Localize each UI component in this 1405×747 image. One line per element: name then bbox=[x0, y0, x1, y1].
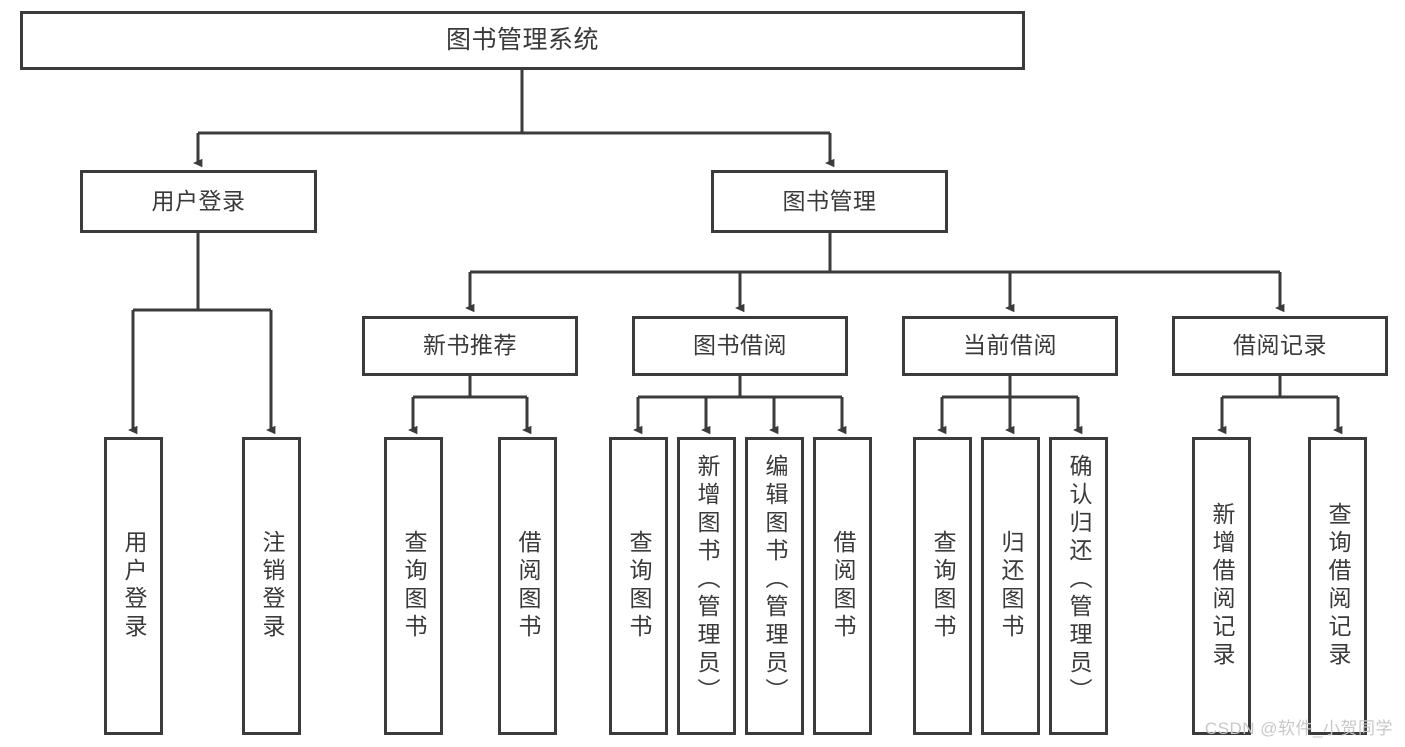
node-book-borrow[interactable]: 图书借阅 bbox=[632, 316, 848, 376]
leaf-text-wrap: 查询图书 bbox=[387, 454, 440, 718]
node-leaf-borrow-book-2[interactable]: 借阅图书 bbox=[813, 437, 872, 735]
leaf-text-wrap: 注销登录 bbox=[245, 454, 298, 718]
csdn-watermark: CSDN @软件_小贺同学 bbox=[1204, 719, 1393, 738]
leaf-text-wrap: 编辑图书（管理员） bbox=[748, 454, 801, 718]
leaf-text-wrap: 借阅图书 bbox=[816, 454, 869, 718]
node-leaf-borrow-book-1[interactable]: 借阅图书 bbox=[498, 437, 557, 735]
node-leaf-query-book-1[interactable]: 查询图书 bbox=[384, 437, 443, 735]
node-root-system[interactable]: 图书管理系统 bbox=[20, 11, 1025, 70]
node-leaf-add-book-admin-label: 新增图书（管理员） bbox=[694, 454, 720, 706]
node-leaf-query-book-3-label: 查询图书 bbox=[930, 530, 956, 642]
node-leaf-borrow-book-2-label: 借阅图书 bbox=[830, 530, 856, 642]
leaf-text-wrap: 归还图书 bbox=[984, 454, 1037, 718]
node-leaf-logout-login-label: 注销登录 bbox=[259, 530, 285, 642]
leaf-text-wrap: 查询图书 bbox=[916, 454, 969, 718]
node-leaf-logout-login[interactable]: 注销登录 bbox=[242, 437, 301, 735]
node-book-management[interactable]: 图书管理 bbox=[711, 170, 948, 233]
node-leaf-confirm-return-admin-label: 确认归还（管理员） bbox=[1066, 454, 1092, 706]
node-leaf-query-book-3[interactable]: 查询图书 bbox=[913, 437, 972, 735]
leaf-text-wrap: 用户登录 bbox=[107, 454, 160, 718]
node-leaf-return-book[interactable]: 归还图书 bbox=[981, 437, 1040, 735]
node-leaf-add-book-admin[interactable]: 新增图书（管理员） bbox=[677, 437, 736, 735]
node-leaf-query-borrow-record-label: 查询借阅记录 bbox=[1325, 502, 1351, 670]
node-book-management-label: 图书管理 bbox=[782, 187, 877, 214]
node-book-borrow-label: 图书借阅 bbox=[693, 332, 787, 359]
node-leaf-query-book-2-label: 查询图书 bbox=[626, 530, 652, 642]
node-leaf-user-login-label: 用户登录 bbox=[121, 530, 147, 642]
node-leaf-add-borrow-record[interactable]: 新增借阅记录 bbox=[1192, 437, 1251, 735]
leaf-text-wrap: 借阅图书 bbox=[501, 454, 554, 718]
node-borrow-record[interactable]: 借阅记录 bbox=[1172, 316, 1388, 376]
leaf-text-wrap: 查询借阅记录 bbox=[1311, 454, 1364, 718]
node-leaf-user-login[interactable]: 用户登录 bbox=[104, 437, 163, 735]
node-leaf-query-borrow-record[interactable]: 查询借阅记录 bbox=[1308, 437, 1367, 735]
node-current-borrow[interactable]: 当前借阅 bbox=[902, 316, 1118, 376]
leaf-text-wrap: 查询图书 bbox=[612, 454, 665, 718]
node-new-book-recommend[interactable]: 新书推荐 bbox=[362, 316, 578, 376]
node-leaf-edit-book-admin-label: 编辑图书（管理员） bbox=[762, 454, 788, 706]
node-current-borrow-label: 当前借阅 bbox=[963, 332, 1057, 359]
node-user-login-label: 用户登录 bbox=[151, 187, 246, 214]
node-new-book-recommend-label: 新书推荐 bbox=[423, 332, 517, 359]
node-user-login[interactable]: 用户登录 bbox=[80, 170, 317, 233]
node-leaf-query-book-1-label: 查询图书 bbox=[401, 530, 427, 642]
leaf-text-wrap: 确认归还（管理员） bbox=[1052, 454, 1105, 718]
node-leaf-confirm-return-admin[interactable]: 确认归还（管理员） bbox=[1049, 437, 1108, 735]
node-leaf-edit-book-admin[interactable]: 编辑图书（管理员） bbox=[745, 437, 804, 735]
node-root-system-label: 图书管理系统 bbox=[445, 25, 599, 54]
node-leaf-add-borrow-record-label: 新增借阅记录 bbox=[1209, 502, 1235, 670]
leaf-text-wrap: 新增图书（管理员） bbox=[680, 454, 733, 718]
node-leaf-borrow-book-1-label: 借阅图书 bbox=[515, 530, 541, 642]
node-leaf-return-book-label: 归还图书 bbox=[998, 530, 1024, 642]
node-borrow-record-label: 借阅记录 bbox=[1233, 332, 1327, 359]
leaf-text-wrap: 新增借阅记录 bbox=[1195, 454, 1248, 718]
node-leaf-query-book-2[interactable]: 查询图书 bbox=[609, 437, 668, 735]
